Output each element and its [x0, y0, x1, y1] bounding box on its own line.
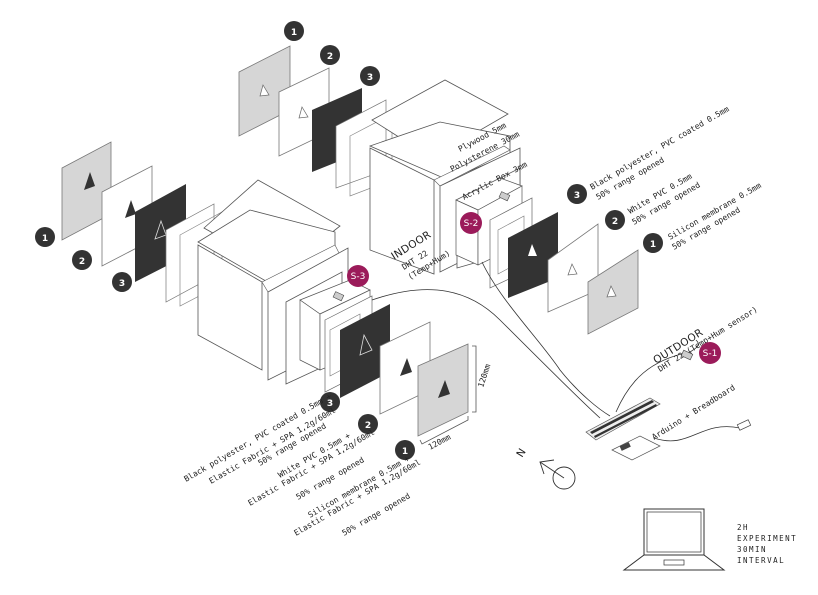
badge-number: 1	[291, 28, 297, 38]
dimension-line	[472, 345, 477, 413]
s3-badge: S-3	[347, 265, 369, 287]
pointer-icon	[438, 380, 450, 398]
badge-number: 3	[367, 73, 373, 83]
legend-line: Black polyester, PVC coated 0.5mm	[589, 104, 731, 191]
badge-number: 2	[612, 217, 618, 227]
pointer-icon	[606, 285, 617, 298]
legend-line: Elastic Fabric + SPA 1,2g/60ml	[208, 406, 338, 486]
front-panel-set	[340, 304, 477, 445]
right-box	[368, 79, 533, 289]
top-panel-numbers: 1 2 3	[284, 21, 380, 86]
north-arrow-icon: N	[514, 446, 576, 490]
sensor-icon	[498, 191, 511, 202]
sensor-badge-label: S-1	[703, 349, 718, 359]
badge-number: 3	[327, 399, 333, 409]
breadboard-icon	[585, 397, 661, 441]
pointer-icon	[359, 333, 373, 356]
pointer-icon	[400, 358, 412, 376]
controller-label: Arduino + Breadboard	[650, 383, 737, 442]
s1-badge: S-1	[699, 342, 721, 364]
dimension-line	[419, 416, 469, 445]
sensor-badge-label: S-3	[351, 272, 366, 282]
north-label: N	[514, 446, 528, 459]
arduino-icon	[611, 435, 661, 461]
pointer-icon	[259, 84, 270, 97]
left-panel-set	[61, 141, 223, 307]
badge-number: 2	[79, 257, 85, 267]
badge-number: 1	[42, 234, 48, 244]
experiment-label: 2H EXPERIMENT 30MIN INTERVAL	[737, 523, 797, 565]
dimension-height-label: 120mm	[476, 363, 492, 389]
sensor-icon	[680, 349, 694, 361]
pointer-icon	[298, 106, 309, 119]
experiment-line: 2H	[737, 523, 749, 532]
front-legend-numbers: 3 2 1	[320, 392, 415, 460]
badge-number: 2	[327, 52, 333, 62]
sensor-icon	[332, 291, 345, 302]
s2-badge: S-2	[460, 212, 482, 234]
laptop-icon	[622, 508, 726, 571]
experiment-line: EXPERIMENT	[737, 534, 797, 543]
sensor-badge-label: S-2	[464, 219, 479, 229]
pointer-icon	[567, 263, 578, 276]
experiment-line: 30MIN	[737, 545, 767, 554]
badge-number: 1	[402, 447, 408, 457]
left-panel-numbers: 1 2 3	[35, 227, 132, 292]
wires	[371, 261, 699, 419]
panel-black	[340, 304, 390, 398]
pointer-icon	[528, 244, 537, 256]
front-legend-text: Black polyester, PVC coated 0.5mm + Elas…	[183, 392, 423, 538]
badge-number: 1	[650, 240, 656, 250]
badge-number: 3	[574, 191, 580, 201]
pointer-icon	[125, 200, 136, 218]
dimension-width-label: 120mm	[427, 432, 453, 451]
pointer-icon	[84, 172, 95, 190]
badge-number: 2	[365, 421, 371, 431]
usb-plug-icon	[736, 419, 752, 431]
experiment-line: INTERVAL	[737, 556, 785, 565]
badge-number: 3	[119, 279, 125, 289]
right-panel-set	[508, 212, 639, 335]
pointer-icon	[154, 219, 167, 240]
usb-cable	[653, 426, 741, 442]
